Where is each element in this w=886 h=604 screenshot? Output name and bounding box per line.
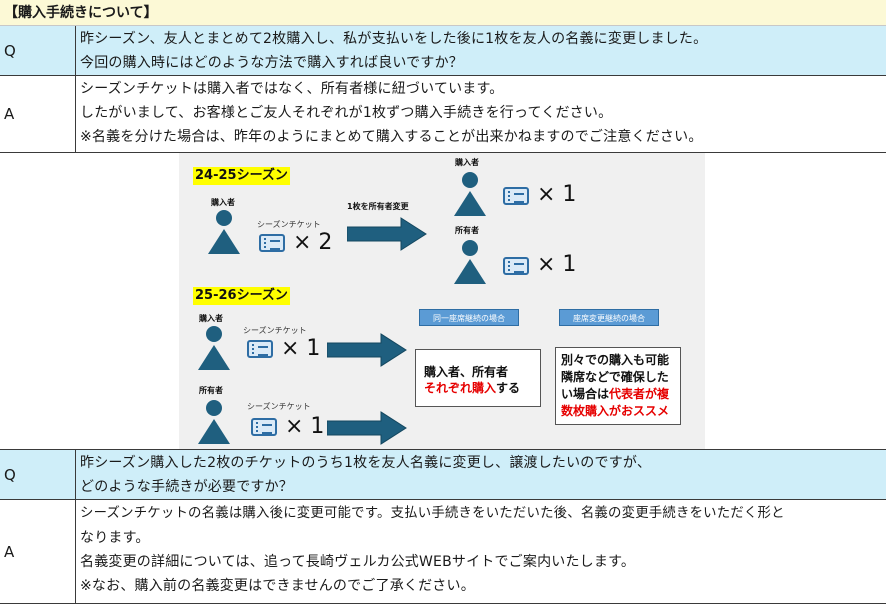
- box-line: 別々での購入も可能: [561, 353, 670, 367]
- faq2-answer-line: ※なお、購入前の名義変更はできませんのでご了承ください。: [80, 578, 475, 594]
- a-label: A: [0, 76, 76, 152]
- box-line-tail: する: [496, 381, 521, 395]
- faq2-answer-line: 名義変更の詳細については、追って長崎ヴェルカ公式WEBサイトでご案内いたします。: [80, 554, 636, 570]
- person-icon: [454, 172, 486, 216]
- arrow-right-icon: [327, 333, 407, 367]
- q-label: Q: [0, 450, 76, 499]
- buyer-label: 購入者: [199, 314, 223, 323]
- buyer-label: 購入者: [455, 158, 479, 167]
- faq2-answer-line: シーズンチケットの名義は購入後に変更可能です。支払い手続きをいただいた後、名義の…: [80, 506, 785, 521]
- season-label-2526: 25-26シーズン: [193, 287, 290, 305]
- ticket-count: × 1: [537, 252, 577, 277]
- box-highlight: 代表者が複: [609, 387, 670, 401]
- ticket-label: シーズンチケット: [257, 220, 321, 229]
- tag-same-seat: 同一座席継続の場合: [419, 309, 519, 326]
- box-line: 隣席などで確保した: [561, 370, 669, 384]
- q-label: Q: [0, 26, 76, 75]
- ticket-icon: [503, 257, 529, 275]
- faq1-answer-line: ※名義を分けた場合は、昨年のようにまとめて購入することが出来かねますのでご注意く…: [80, 129, 703, 145]
- info-box-change-seat: 別々での購入も可能 隣席などで確保した い場合は代表者が複 数枚購入がおススメ: [555, 347, 681, 425]
- faq2-answer-line: なります。: [80, 530, 150, 546]
- box-line: 購入者、所有者: [424, 365, 509, 379]
- faq1-answer-line: したがいまして、お客様とご友人それぞれが1枚ずつ購入手続きを行ってください。: [80, 105, 613, 121]
- faq1-question-line: 昨シーズン、友人とまとめて2枚購入し、私が支払いをした後に1枚を友人の名義に変更…: [80, 31, 708, 47]
- person-icon: [208, 210, 240, 254]
- person-icon: [198, 400, 230, 444]
- arrow-right-icon: [327, 411, 407, 445]
- faq2-answer-row: A シーズンチケットの名義は購入後に変更可能です。支払い手続きをいただいた後、名…: [0, 500, 886, 604]
- season-label-2425: 24-25シーズン: [193, 167, 290, 185]
- buyer-label: 購入者: [211, 198, 235, 207]
- ticket-count: × 1: [285, 414, 325, 439]
- faq2-question-row: Q 昨シーズン購入した2枚のチケットのうち1枚を友人名義に変更し、譲渡したいので…: [0, 450, 886, 500]
- ticket-icon: [503, 187, 529, 205]
- faq1-question-row: Q 昨シーズン、友人とまとめて2枚購入し、私が支払いをした後に1枚を友人の名義に…: [0, 26, 886, 76]
- a-label: A: [0, 500, 76, 603]
- ticket-count: × 1: [537, 182, 577, 207]
- ticket-label: シーズンチケット: [247, 402, 311, 411]
- arrow-right-icon: [347, 217, 427, 251]
- box-highlight: 数枚購入がおススメ: [561, 404, 670, 418]
- tag-change-seat: 座席変更継続の場合: [559, 309, 659, 326]
- ticket-label: シーズンチケット: [243, 326, 307, 335]
- box-line-head: い場合は: [561, 387, 610, 401]
- ticket-icon: [259, 234, 285, 252]
- faq2-question-line: 昨シーズン購入した2枚のチケットのうち1枚を友人名義に変更し、譲渡したいのですが…: [80, 455, 652, 471]
- box-highlight: それぞれ購入: [424, 381, 497, 395]
- ticket-count: × 1: [281, 336, 321, 361]
- section-title: 【購入手続きについて】: [0, 0, 886, 26]
- box-line: それぞれ購入する: [424, 380, 540, 396]
- faq1-question-line: 今回の購入時にはどのような方法で購入すれば良いですか？: [80, 55, 463, 71]
- person-icon: [198, 326, 230, 370]
- box-line: い場合は代表者が複: [561, 386, 680, 403]
- faq2-question-line: どのような手続きが必要ですか？: [80, 479, 293, 495]
- info-box-same-seat: 購入者、所有者 それぞれ購入する: [415, 349, 541, 407]
- diagram-row: 24-25シーズン 購入者 シーズンチケット × 2 1枚を所有者変更 購入者 …: [0, 153, 886, 450]
- faq1-answer-row: A シーズンチケットは購入者ではなく、所有者様に紐づいています。 したがいまして…: [0, 76, 886, 153]
- ticket-icon: [251, 418, 277, 436]
- owner-label: 所有者: [455, 226, 479, 235]
- faq1-answer-line: シーズンチケットは購入者ではなく、所有者様に紐づいています。: [80, 81, 504, 97]
- purchase-diagram: 24-25シーズン 購入者 シーズンチケット × 2 1枚を所有者変更 購入者 …: [179, 153, 705, 449]
- ticket-icon: [247, 340, 273, 358]
- transfer-label: 1枚を所有者変更: [347, 202, 409, 211]
- person-icon: [454, 240, 486, 284]
- ticket-count: × 2: [293, 230, 333, 255]
- owner-label: 所有者: [199, 386, 223, 395]
